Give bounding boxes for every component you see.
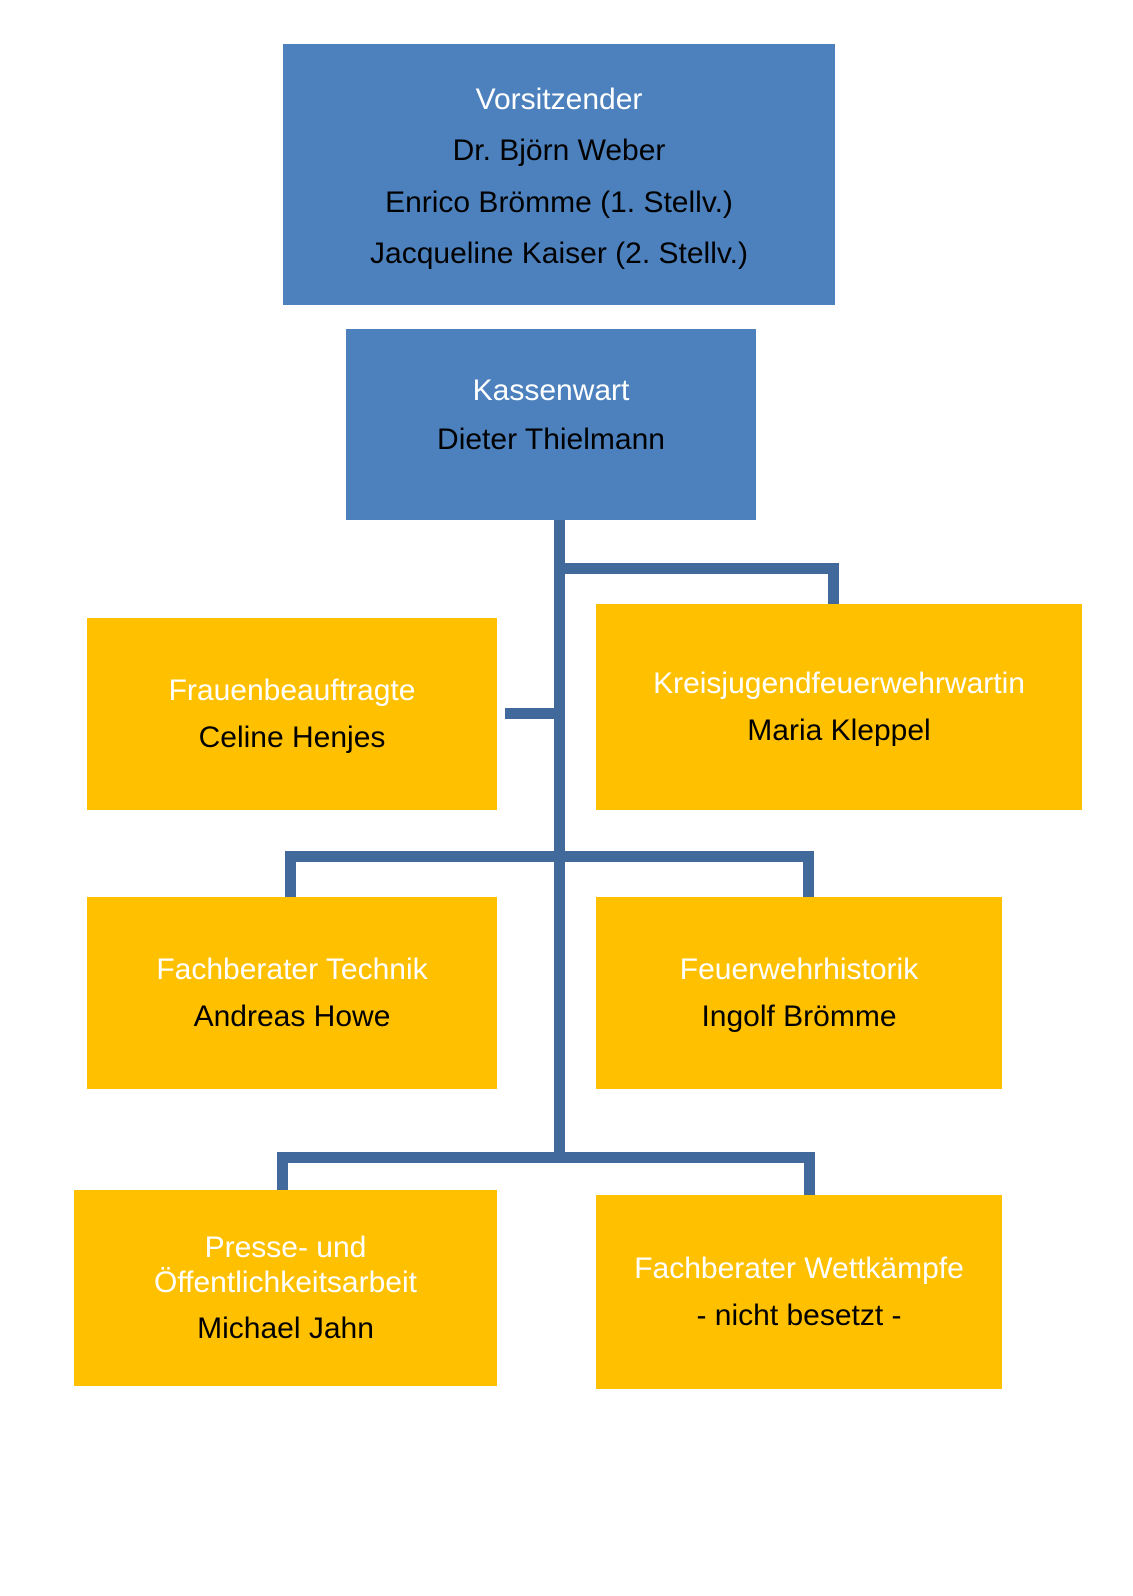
connector-fachberater-technik-drop bbox=[285, 851, 296, 899]
node-presse-oeffentlichkeitsarbeit-person: Michael Jahn bbox=[197, 1311, 374, 1345]
node-vorsitzender-person-2: Enrico Brömme (1. Stellv.) bbox=[385, 185, 733, 219]
node-vorsitzender[interactable]: Vorsitzender Dr. Björn Weber Enrico Bröm… bbox=[283, 44, 835, 305]
node-fachberater-technik-title: Fachberater Technik bbox=[156, 952, 428, 986]
connector-feuerwehrhistorik-horizontal bbox=[558, 851, 814, 862]
node-fachberater-technik[interactable]: Fachberater Technik Andreas Howe bbox=[87, 897, 497, 1089]
node-presse-oeffentlichkeitsarbeit[interactable]: Presse- und Öffentlichkeitsarbeit Michae… bbox=[74, 1190, 497, 1386]
node-vorsitzender-person-1: Dr. Björn Weber bbox=[452, 134, 666, 168]
node-kreisjugendfeuerwehrwartin-person: Maria Kleppel bbox=[747, 714, 931, 747]
node-frauenbeauftragte-title: Frauenbeauftragte bbox=[168, 673, 416, 707]
connector-feuerwehrhistorik-drop bbox=[803, 851, 814, 899]
node-feuerwehrhistorik[interactable]: Feuerwehrhistorik Ingolf Brömme bbox=[596, 897, 1002, 1089]
node-kreisjugendfeuerwehrwartin-title: Kreisjugendfeuerwehrwartin bbox=[653, 666, 1025, 700]
node-kreisjugendfeuerwehrwartin[interactable]: Kreisjugendfeuerwehrwartin Maria Kleppel bbox=[596, 604, 1082, 810]
node-kassenwart[interactable]: Kassenwart Dieter Thielmann bbox=[346, 329, 756, 520]
connector-presse-horizontal bbox=[277, 1152, 563, 1163]
node-vorsitzender-person-3: Jacqueline Kaiser (2. Stellv.) bbox=[370, 237, 748, 271]
connector-frauenbeauftragte-horizontal bbox=[505, 708, 560, 719]
node-fachberater-wettkaempfe-title: Fachberater Wettkämpfe bbox=[634, 1251, 964, 1285]
connector-kreisjugend-drop bbox=[828, 563, 839, 609]
node-fachberater-technik-person: Andreas Howe bbox=[193, 1000, 391, 1033]
connector-wettkaempfe-horizontal bbox=[558, 1152, 815, 1163]
node-fachberater-wettkaempfe[interactable]: Fachberater Wettkämpfe - nicht besetzt - bbox=[596, 1195, 1002, 1389]
connector-wettkaempfe-drop bbox=[804, 1152, 815, 1197]
node-feuerwehrhistorik-person: Ingolf Brömme bbox=[701, 1000, 897, 1033]
node-kassenwart-person: Dieter Thielmann bbox=[437, 423, 665, 457]
node-kassenwart-title: Kassenwart bbox=[472, 374, 630, 407]
connector-presse-drop bbox=[277, 1152, 288, 1194]
connector-kreisjugend-horizontal bbox=[554, 563, 839, 574]
node-frauenbeauftragte[interactable]: Frauenbeauftragte Celine Henjes bbox=[87, 618, 497, 810]
node-presse-oeffentlichkeitsarbeit-title: Presse- und Öffentlichkeitsarbeit bbox=[154, 1230, 417, 1300]
node-frauenbeauftragte-person: Celine Henjes bbox=[198, 721, 386, 754]
node-fachberater-wettkaempfe-person: - nicht besetzt - bbox=[696, 1299, 902, 1332]
connector-trunk-vertical bbox=[554, 520, 565, 1163]
node-feuerwehrhistorik-title: Feuerwehrhistorik bbox=[679, 952, 919, 986]
connector-fachberater-technik-horizontal bbox=[285, 851, 562, 862]
node-vorsitzender-title: Vorsitzender bbox=[475, 83, 643, 116]
